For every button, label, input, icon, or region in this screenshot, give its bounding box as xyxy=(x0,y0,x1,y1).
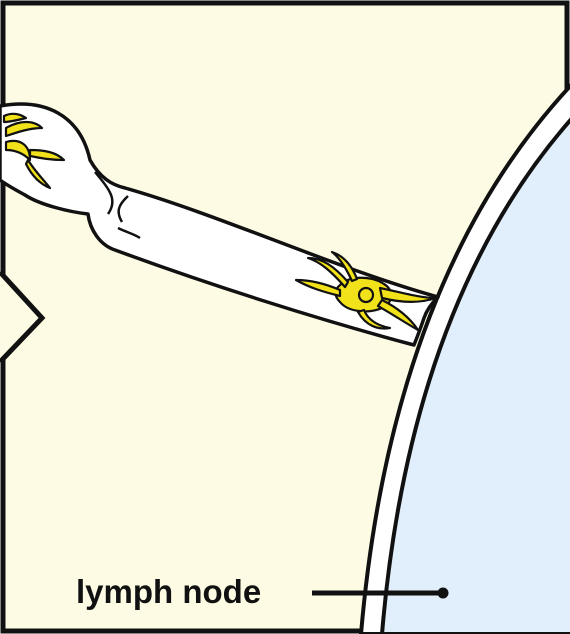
leader-dot xyxy=(438,588,449,599)
dendritic-cell-nucleus xyxy=(359,288,373,302)
lymph-node-label: lymph node xyxy=(76,573,261,610)
